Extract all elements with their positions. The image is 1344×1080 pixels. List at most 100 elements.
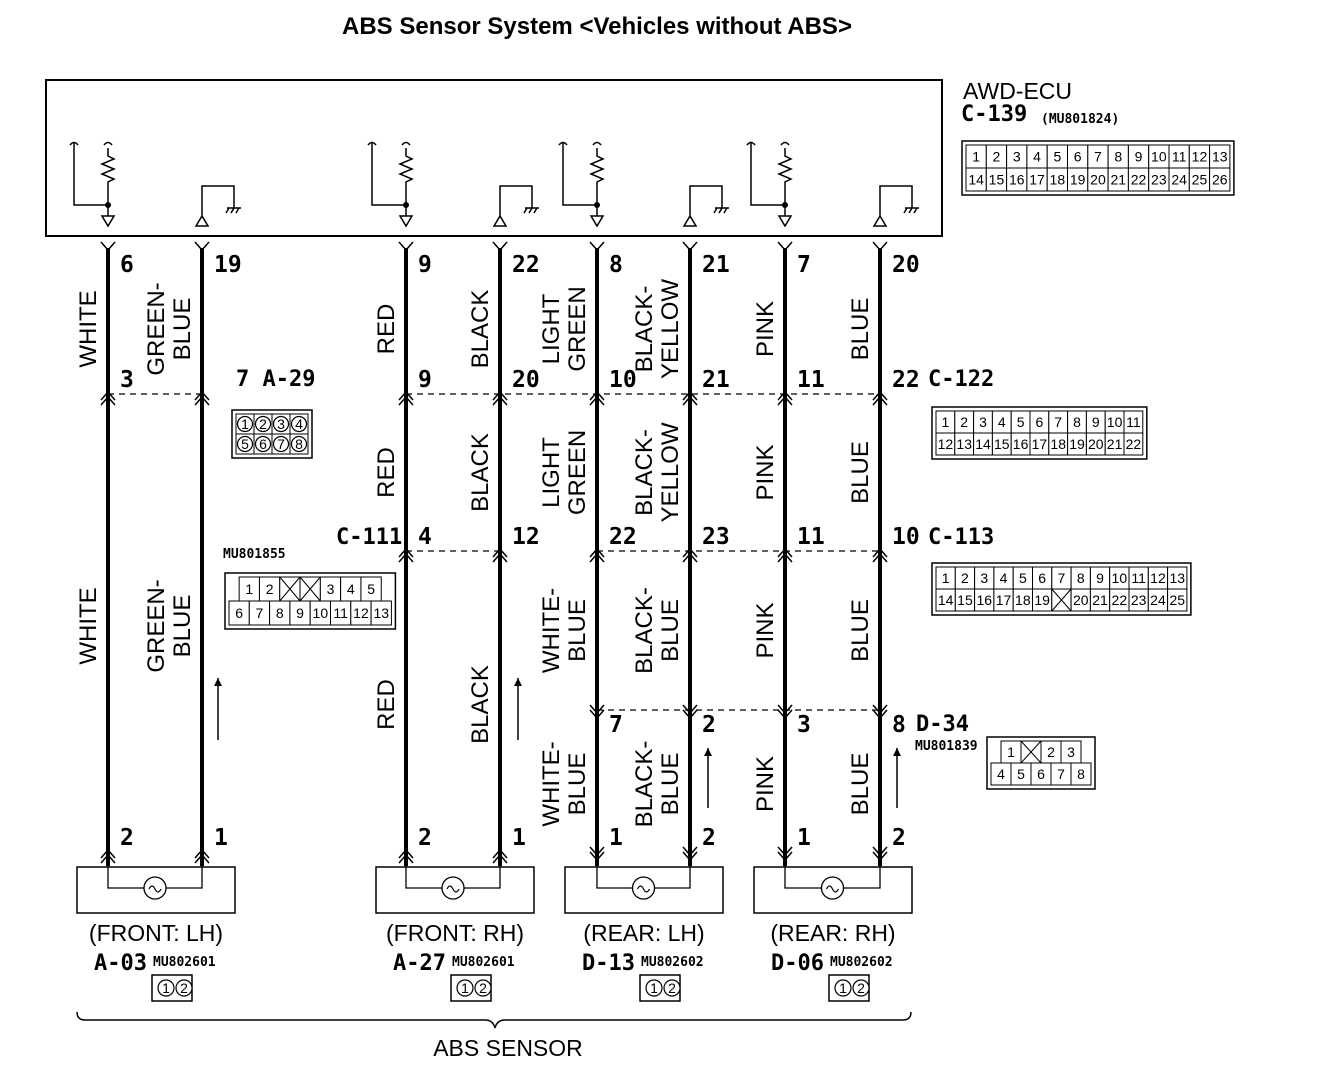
- signal-arrow-head: [214, 678, 222, 686]
- wire-color-label-line: BLACK-: [631, 429, 658, 516]
- connector-chevron: [398, 848, 414, 864]
- ecu-pin-chevron: [682, 241, 698, 252]
- ecu-trace-break: [367, 141, 377, 146]
- ecu-input-circuit: [746, 141, 793, 228]
- sensor-part-number: MU802602: [830, 955, 893, 970]
- sensor-connector-code: D-06: [771, 951, 824, 976]
- connector-pin-label: 13: [373, 605, 389, 621]
- connector-pin-label: 7: [1054, 414, 1062, 430]
- sine-icon: [636, 885, 651, 893]
- connector-pin-label: 18: [1015, 592, 1031, 608]
- splice-pin-number: 11: [797, 524, 825, 550]
- connector-pin-label: 25: [1192, 172, 1208, 188]
- sensor-group-brace: [76, 1011, 912, 1029]
- splice-pin-number: 10: [892, 524, 920, 550]
- splice-pin-number: 20: [512, 367, 540, 393]
- ecu-pin-chevron: [589, 241, 605, 252]
- connector-pin-label: 21: [1110, 172, 1126, 188]
- wire-harness: 632WHITEWHITE191GREEN-BLUEGREEN-BLUE9942…: [75, 241, 920, 864]
- connector-pin-label: 12: [1150, 570, 1166, 586]
- connector-pin-label: 2: [259, 416, 267, 432]
- wire-color-label-line: BLACK: [467, 290, 494, 369]
- wire-color-label: BLACK-YELLOW: [631, 422, 684, 522]
- wire-color-label-line: BLUE: [657, 753, 684, 816]
- wire-color-label-line: BLACK: [467, 433, 494, 512]
- connector-chevron: [682, 704, 698, 720]
- connector-pin-label: 11: [1131, 570, 1146, 586]
- wire-color-label-line: RED: [373, 447, 400, 498]
- connector-chevron: [872, 390, 888, 406]
- connector-pin-label: 2: [993, 149, 1001, 165]
- ground-icon: [523, 207, 539, 214]
- wire-color-label-line: GREEN-: [143, 282, 170, 375]
- connector-pin-label: 12: [938, 436, 954, 452]
- signal-arrow-head: [514, 678, 522, 686]
- cavity-ring: [236, 415, 254, 433]
- connector-chevron: [682, 547, 698, 563]
- wire-color-label-line: BLACK-: [631, 587, 658, 674]
- splice-pin-number: 4: [418, 524, 432, 550]
- connector-pin-label: 6: [1038, 570, 1046, 586]
- connector-pin-label: 6: [235, 605, 243, 621]
- connector-pin-label: 17: [996, 592, 1012, 608]
- sensor-location-label: (FRONT: RH): [386, 920, 524, 946]
- ecu-pin-chevron: [777, 241, 793, 252]
- ecu-trace: [750, 143, 785, 206]
- connector-pin-label: 12: [353, 605, 369, 621]
- connector-pin-label: 7: [256, 605, 264, 621]
- ground-icon: [713, 207, 729, 214]
- wire-color-label: BLACK-BLUE: [631, 741, 684, 828]
- connector-pin-label: 24: [1171, 172, 1187, 188]
- ecu-trace: [371, 143, 406, 206]
- ecu-trace: [879, 185, 913, 216]
- connector-pin-label: 21: [1107, 436, 1123, 452]
- connector-cavity: [1070, 762, 1092, 786]
- connector-pin-label: 6: [1037, 766, 1045, 782]
- connector-pin-label: 6: [259, 436, 267, 452]
- sensor-connector-code: A-27: [393, 951, 446, 976]
- connector-pin-label: 7: [1094, 149, 1102, 165]
- connector-c122-label: C-122: [928, 367, 994, 392]
- sensor-connector-cavity: [175, 979, 193, 997]
- connector-pin-label: 23: [1131, 592, 1147, 608]
- diagram-title: ABS Sensor System <Vehicles without ABS>: [342, 13, 852, 40]
- cavity-ring: [236, 435, 254, 453]
- connector-pin-label: 5: [241, 436, 249, 452]
- connector-pin-label: 8: [276, 605, 284, 621]
- sensor-pin-number: 2: [702, 825, 716, 851]
- sensor-connector-pin: 2: [857, 980, 865, 996]
- wire-color-label-line: WHITE-: [538, 741, 565, 826]
- wire-color-label-line: GREEN: [564, 286, 591, 371]
- connector-a29-label: 7 A-29: [236, 367, 315, 392]
- connector-cavity: [289, 433, 309, 455]
- connector-pin-label: 4: [1000, 570, 1008, 586]
- sensor-location-label: (REAR: LH): [583, 920, 704, 946]
- connector-pin-label: 20: [1090, 172, 1106, 188]
- connector-pin-label: 22: [1131, 172, 1147, 188]
- ecu-trace-break: [69, 141, 79, 146]
- connector-pin-label: 10: [1107, 414, 1123, 430]
- ecu-input-buffer: [777, 215, 793, 228]
- connector-chevron: [398, 547, 414, 563]
- connector-chevron: [194, 848, 210, 864]
- ecu-trace: [562, 143, 597, 206]
- wire-color-label-line: BLUE: [847, 441, 874, 504]
- wire-color-label-line: BLACK: [467, 665, 494, 744]
- connector-chevron: [589, 846, 605, 862]
- connector-pin-label: 1: [1007, 744, 1015, 760]
- connector-chevron: [682, 846, 698, 862]
- wire-color-label-line: BLUE: [847, 599, 874, 662]
- connector-pin-label: 11: [333, 605, 348, 621]
- ecu-connector-code: C-139: [961, 102, 1027, 127]
- connector-chevron: [872, 704, 888, 720]
- connector-chevron: [100, 848, 116, 864]
- connector-pin-label: 19: [1070, 172, 1086, 188]
- wire-color-label-line: BLUE: [657, 599, 684, 662]
- wire-color-label-line: BLUE: [564, 753, 591, 816]
- splice-pin-number: 21: [702, 367, 730, 393]
- ecu-ground-circuit: [492, 185, 539, 227]
